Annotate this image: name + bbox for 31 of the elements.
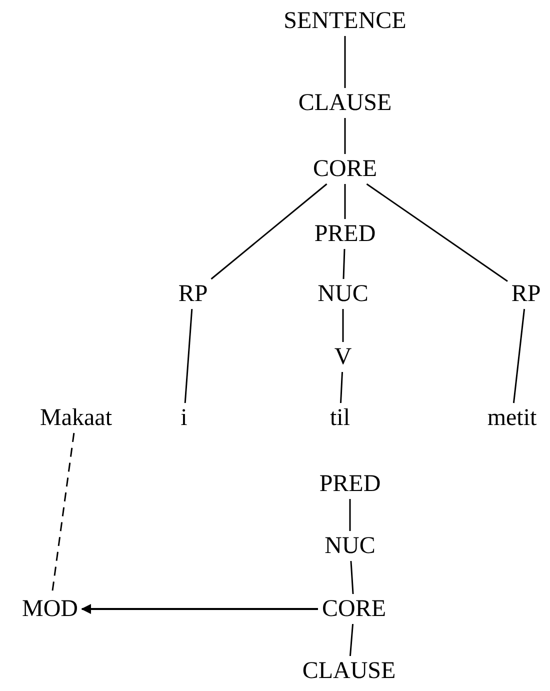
tree-line [342,309,344,342]
tree-line [349,624,354,656]
tree-line [210,183,328,280]
node-label: i [180,406,188,430]
tree-line [344,36,346,88]
node-label: metit [486,406,538,430]
node-label: PRED [313,222,377,246]
tree-line [344,184,346,219]
node-label: CORE [321,597,387,621]
node-label: CLAUSE [301,659,397,683]
tree-line [350,560,354,594]
node-label: RP [510,282,542,306]
node-label: Makaat [39,406,113,430]
tree-line [184,308,193,404]
tree-line [349,499,351,531]
tree-line [342,248,346,280]
node-label: NUC [324,534,376,558]
tree-line [512,308,526,404]
node-label: PRED [318,472,382,496]
tree-line [340,372,343,404]
node-label: NUC [316,282,370,306]
node-label: RP [177,282,209,306]
node-label: V [333,345,353,369]
node-label: MOD [21,597,79,621]
node-label: CLAUSE [297,91,393,115]
arrow [81,604,318,614]
node-label: til [329,406,351,430]
tree-line [366,183,508,282]
tree-line [344,118,346,154]
node-label: CORE [312,157,378,181]
node-label: SENTENCE [282,9,408,33]
